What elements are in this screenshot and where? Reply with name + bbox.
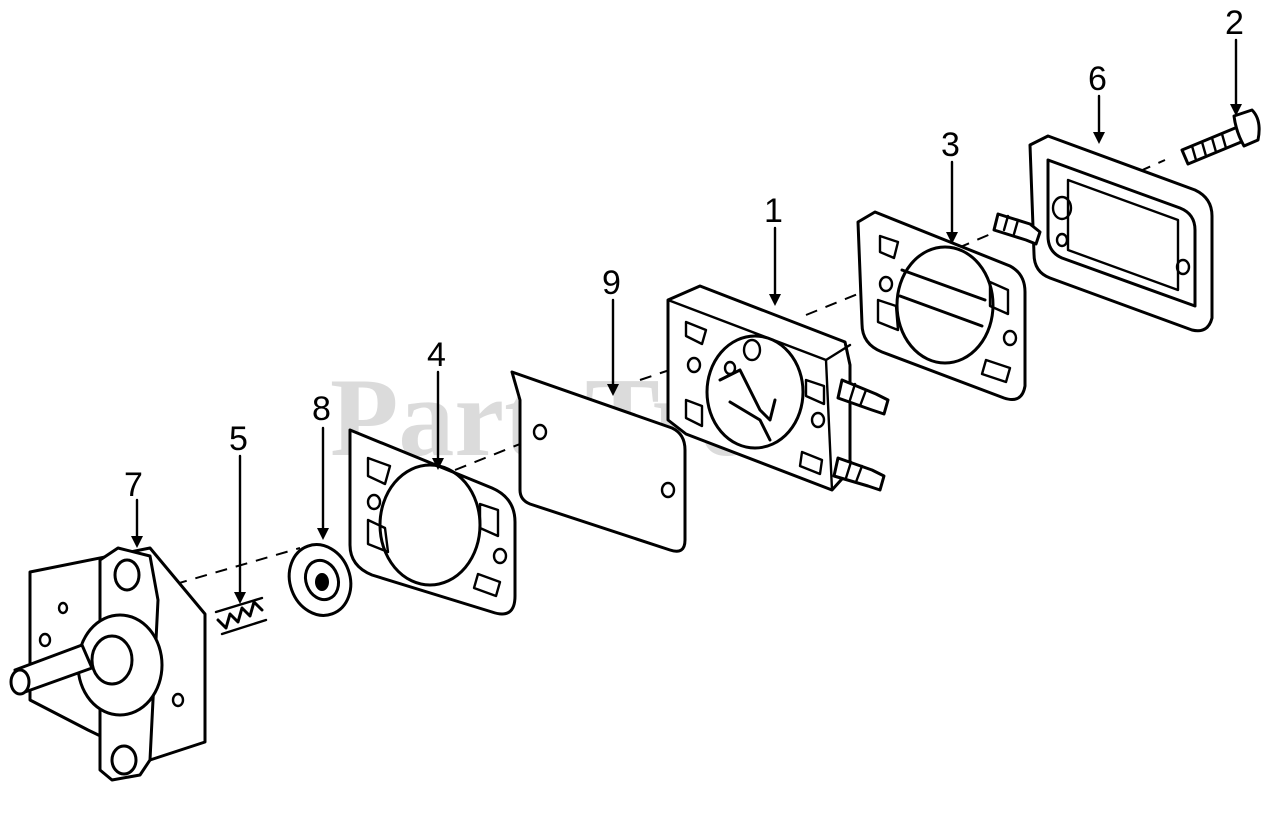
part-7-pump-base[interactable] xyxy=(9,546,207,782)
part-9-diaphragm[interactable] xyxy=(510,370,687,553)
callout-5: 5 xyxy=(229,420,248,458)
callout-4: 4 xyxy=(427,336,446,374)
callout-9: 9 xyxy=(602,264,621,302)
callout-3: 3 xyxy=(941,126,960,164)
part-2-screw[interactable] xyxy=(1180,108,1261,166)
part-4-gasket[interactable] xyxy=(348,428,517,616)
callout-2: 2 xyxy=(1225,4,1244,42)
callout-8: 8 xyxy=(312,390,331,428)
part-1-pump-body[interactable] xyxy=(666,284,890,492)
callout-6: 6 xyxy=(1088,60,1107,98)
part-6-cover[interactable] xyxy=(992,134,1214,333)
part-8-seal[interactable] xyxy=(279,536,360,624)
part-5-spring[interactable] xyxy=(214,596,268,636)
part-3-gasket[interactable] xyxy=(856,210,1027,401)
callout-arrows xyxy=(131,38,1242,604)
callout-7: 7 xyxy=(124,466,143,504)
callout-1: 1 xyxy=(764,192,783,230)
